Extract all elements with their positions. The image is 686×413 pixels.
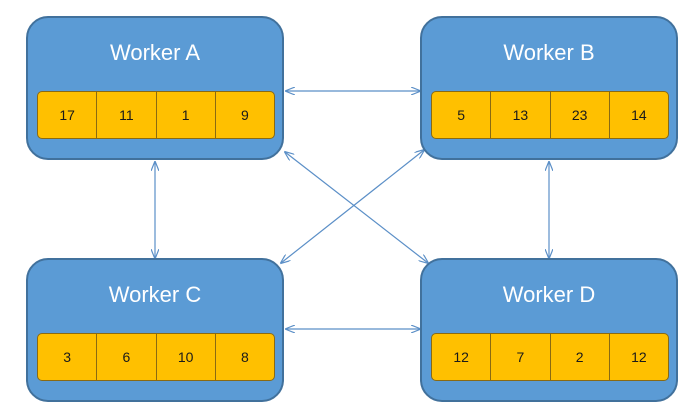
worker-c-cell: 6 — [97, 334, 157, 380]
worker-d-cell: 12 — [631, 349, 647, 365]
worker-a-cells: 17 11 1 9 — [37, 91, 275, 139]
worker-c-node: Worker C 3 6 10 8 — [26, 258, 284, 402]
worker-d-cell: 7 — [491, 334, 551, 380]
worker-d-node: Worker D 12 7 2 12 — [420, 258, 678, 402]
worker-d-title: Worker D — [502, 282, 596, 307]
worker-b-node: Worker B 5 13 23 14 — [420, 16, 678, 160]
worker-b-cell: 14 — [631, 107, 647, 123]
worker-b-cell: 13 — [491, 92, 551, 138]
worker-a-cell: 9 — [240, 107, 249, 123]
worker-b-cells: 5 13 23 14 — [431, 91, 669, 139]
worker-a-cell: 11 — [97, 92, 157, 138]
worker-a-cell: 1 — [157, 92, 216, 138]
worker-c-cell: 8 — [240, 349, 249, 365]
arrow-a-d — [285, 152, 428, 263]
worker-c-cells: 3 6 10 8 — [37, 333, 275, 381]
worker-d-cell: 2 — [551, 334, 610, 380]
worker-b-cell: 23 — [551, 92, 610, 138]
worker-d-cell: 12 — [432, 334, 492, 380]
worker-a-node: Worker A 17 11 1 9 — [26, 16, 284, 160]
worker-c-cell: 10 — [157, 334, 216, 380]
worker-b-title: Worker B — [503, 40, 595, 65]
worker-a-cell: 17 — [38, 92, 98, 138]
worker-c-cell: 3 — [38, 334, 98, 380]
worker-d-cells: 12 7 2 12 — [431, 333, 669, 381]
worker-c-title: Worker C — [108, 282, 202, 307]
worker-b-cell: 5 — [432, 92, 492, 138]
arrow-b-c — [281, 150, 424, 263]
worker-a-title: Worker A — [109, 40, 201, 65]
